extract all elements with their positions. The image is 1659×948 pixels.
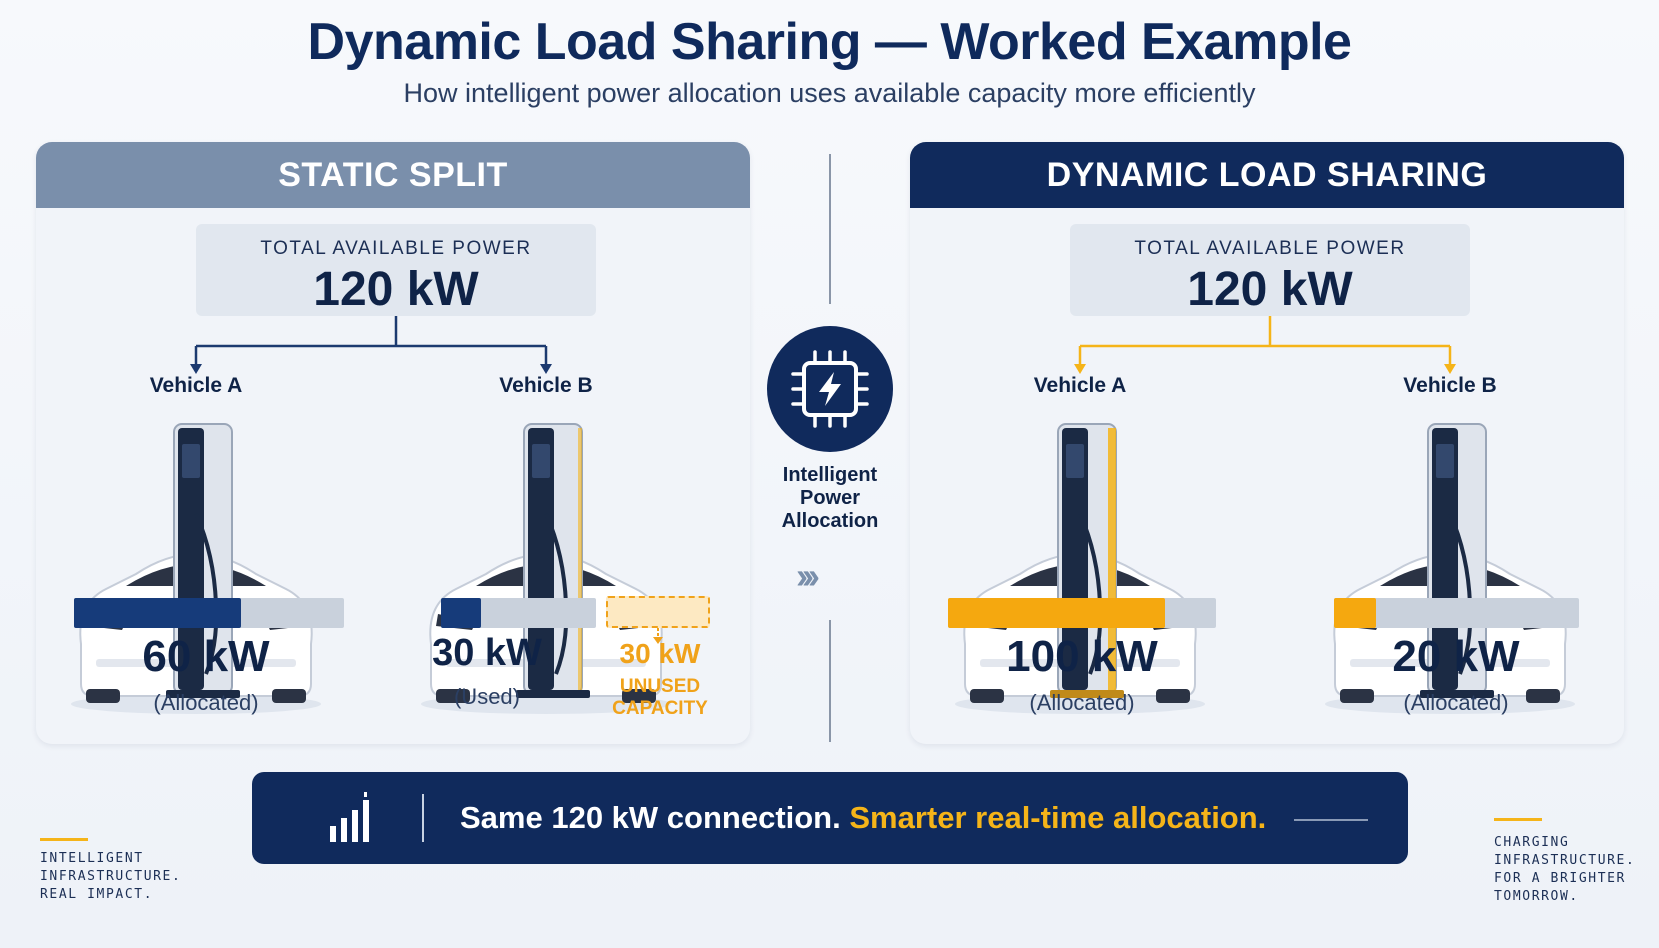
vehicle-a-car-charger: [955, 423, 1205, 714]
total-power-label: TOTAL AVAILABLE POWER: [1134, 238, 1406, 259]
center-label-line-2: Power: [799, 487, 861, 509]
total-power-box: TOTAL AVAILABLE POWER 120 kW: [196, 224, 596, 316]
static-split-panel: STATIC SPLIT TOTAL AVAILABLE POWER 120 k…: [36, 142, 750, 744]
total-power-label: TOTAL AVAILABLE POWER: [260, 238, 532, 259]
dynamic-connector: [1074, 316, 1456, 374]
intelligent-allocation-label: Intelligent Power Allocation: [740, 464, 920, 533]
page-title: Dynamic Load Sharing — Worked Example: [307, 13, 1352, 71]
unused-kw: 30 kW: [619, 638, 701, 669]
vehicle-a-label: Vehicle A: [149, 374, 243, 397]
vehicle-b-kw: 30 kW: [432, 632, 542, 674]
vehicle-a-power-bar: [74, 598, 344, 628]
vehicle-a-label: Vehicle A: [1033, 374, 1127, 397]
dynamic-panel: DYNAMIC LOAD SHARING TOTAL AVAILABLE POW…: [910, 142, 1624, 744]
vehicle-b-label: Vehicle B: [499, 374, 593, 397]
dynamic-title: DYNAMIC LOAD SHARING: [910, 142, 1624, 208]
banner-text: Same 120 kW connection. Smarter real-tim…: [460, 800, 1266, 836]
center-label-line-3: Allocation: [781, 510, 879, 532]
vehicle-b-power-fill: [441, 598, 482, 628]
vehicle-a-power-fill: [948, 598, 1166, 628]
total-power-value: 120 kW: [313, 263, 479, 316]
unused-label-1: UNUSED: [619, 676, 701, 697]
vehicle-b-label: Vehicle B: [1403, 374, 1497, 397]
vehicle-a-power-bar: [948, 598, 1216, 628]
vehicle-a-power-fill: [74, 598, 242, 628]
footer-right-text: CHARGING INFRASTRUCTURE. FOR A BRIGHTER …: [1494, 835, 1636, 904]
vehicle-b-note: (Allocated): [1403, 690, 1509, 715]
footer-right-accent: [1494, 818, 1542, 821]
vehicle-a-kw: 60 kW: [142, 632, 270, 681]
unused-label-2: CAPACITY: [612, 698, 708, 719]
total-power-value: 120 kW: [1187, 263, 1353, 316]
footer-left-text: INTELLIGENT INFRASTRUCTURE. REAL IMPACT.: [40, 851, 182, 902]
chevrons-icon: ›››: [796, 555, 820, 596]
banner-text-highlight: Smarter real-time allocation.: [849, 800, 1267, 835]
center-label-line-1: Intelligent: [782, 464, 878, 486]
static-split-title: STATIC SPLIT: [36, 142, 750, 208]
summary-banner: Same 120 kW connection. Smarter real-tim…: [252, 772, 1408, 864]
banner-separator: [422, 794, 424, 842]
unused-arrow-icon: [653, 628, 663, 644]
page-subtitle: How intelligent power allocation uses av…: [403, 78, 1256, 108]
vehicle-b-kw: 20 kW: [1392, 632, 1520, 681]
chip-icon: [767, 326, 893, 452]
center-divider-bottom: [829, 620, 831, 742]
center-divider-top: [829, 154, 831, 304]
bar-chart-icon: [330, 792, 369, 842]
vehicle-b-power-fill: [1334, 598, 1376, 628]
unused-capacity-box: [606, 596, 710, 628]
split-connector: [190, 316, 552, 374]
vehicle-a-note: (Allocated): [153, 690, 259, 715]
footer-left-accent: [40, 838, 88, 841]
banner-text-primary: Same 120 kW connection.: [460, 800, 841, 835]
vehicle-a-note: (Allocated): [1029, 690, 1135, 715]
vehicle-b-car-charger: [1325, 423, 1575, 714]
total-power-box: TOTAL AVAILABLE POWER 120 kW: [1070, 224, 1470, 316]
vehicle-a-kw: 100 kW: [1006, 632, 1158, 681]
banner-dash: [1294, 819, 1368, 821]
vehicle-b-note: (Used): [453, 684, 520, 709]
vehicle-b-power-bar: [441, 598, 596, 628]
vehicle-b-power-bar: [1334, 598, 1579, 628]
